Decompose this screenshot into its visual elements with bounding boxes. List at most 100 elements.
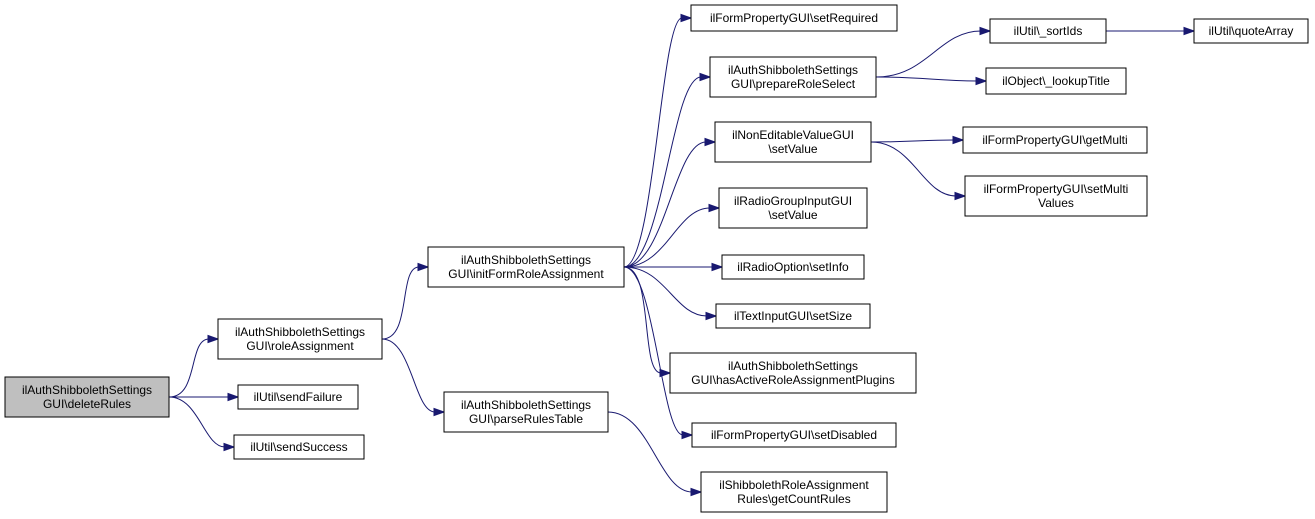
arrowhead-n_getCountRules	[690, 487, 703, 497]
arrowhead-n_sendFailure	[227, 392, 240, 402]
node-box	[700, 471, 888, 513]
node-box	[1193, 18, 1309, 44]
node-box	[427, 246, 625, 288]
arrowhead-n_prepareRoleSelect	[699, 72, 712, 82]
edge-n_prepareRoleSelect-to-n_lookupTitle	[875, 76, 978, 82]
node-label-line: ilUtil\sendFailure	[254, 390, 343, 404]
node-label-line: GUI\hasActiveRoleAssignmentPlugins	[691, 373, 894, 387]
node-box	[962, 126, 1148, 154]
node-label-line: ilUtil\_sortIds	[1014, 24, 1083, 38]
node-box	[985, 67, 1127, 95]
node-label-line: ilAuthShibbolethSettings	[22, 383, 152, 397]
arrowhead-n_radioGroupSetValue	[708, 203, 721, 213]
arrowhead-n_getMulti	[952, 135, 965, 145]
node-label-line: ilAuthShibbolethSettings	[461, 398, 591, 412]
node-lookup-title[interactable]: ilObject\_lookupTitle	[985, 67, 1127, 95]
node-label-line: ilFormPropertyGUI\getMulti	[982, 133, 1127, 147]
node-label-line: \setValue	[768, 208, 817, 222]
edge-n_initFormRoleAssignment-to-n_nonEditableSetValue	[623, 141, 707, 268]
node-set-required[interactable]: ilFormPropertyGUI\setRequired	[690, 4, 898, 32]
node-label-line: ilAuthShibbolethSettings	[728, 359, 858, 373]
nodes-layer: ilAuthShibbolethSettingsGUI\deleteRulesi…	[4, 4, 1309, 513]
node-get-multi[interactable]: ilFormPropertyGUI\getMulti	[962, 126, 1148, 154]
node-label-line: GUI\parseRulesTable	[469, 412, 583, 426]
node-non-editable-set-value[interactable]: ilNonEditableValueGUI\setValue	[714, 121, 872, 163]
node-label-line: GUI\prepareRoleSelect	[731, 77, 856, 91]
node-label-line: ilAuthShibbolethSettings	[235, 325, 365, 339]
node-box	[964, 175, 1148, 217]
node-send-success[interactable]: ilUtil\sendSuccess	[233, 434, 365, 460]
node-label-line: ilFormPropertyGUI\setRequired	[710, 11, 878, 25]
arrowhead-n_setDisabled	[681, 430, 694, 440]
edge-n_initFormRoleAssignment-to-n_radioGroupSetValue	[623, 207, 711, 268]
node-label-line: ilTextInputGUI\setSize	[734, 309, 852, 323]
arrowhead-n_setRequired	[680, 13, 693, 23]
node-label-line: ilUtil\sendSuccess	[250, 440, 347, 454]
node-box	[714, 121, 872, 163]
node-box	[691, 422, 897, 448]
node-box	[233, 434, 365, 460]
edges-layer	[168, 13, 1196, 497]
node-box	[4, 376, 170, 418]
node-box	[690, 4, 898, 32]
node-has-active-plugins[interactable]: ilAuthShibbolethSettingsGUI\hasActiveRol…	[669, 352, 917, 394]
node-init-form-role-assignment[interactable]: ilAuthShibbolethSettingsGUI\initFormRole…	[427, 246, 625, 288]
arrowhead-n_sortIds	[979, 26, 992, 36]
node-get-count-rules[interactable]: ilShibbolethRoleAssignmentRules\getCount…	[700, 471, 888, 513]
edge-n_deleteRules-to-n_roleAssignment	[168, 338, 210, 398]
arrowhead-n_textInputSetSize	[705, 311, 718, 321]
node-label-line: GUI\roleAssignment	[246, 339, 354, 353]
node-label-line: ilAuthShibbolethSettings	[461, 253, 591, 267]
node-box	[721, 254, 865, 280]
arrowhead-n_nonEditableSetValue	[704, 137, 717, 147]
arrowhead-n_quoteArray	[1183, 26, 1196, 36]
node-role-assignment[interactable]: ilAuthShibbolethSettingsGUI\roleAssignme…	[217, 318, 383, 360]
node-label-line: Rules\getCountRules	[737, 492, 850, 506]
node-label-line: GUI\initFormRoleAssignment	[448, 267, 604, 281]
edge-n_roleAssignment-to-n_initFormRoleAssignment	[381, 266, 420, 340]
edge-n_nonEditableSetValue-to-n_getMulti	[870, 139, 955, 143]
node-prepare-role-select[interactable]: ilAuthShibbolethSettingsGUI\prepareRoleS…	[709, 56, 877, 98]
node-label-line: ilFormPropertyGUI\setMulti	[984, 182, 1129, 196]
node-text-input-set-size[interactable]: ilTextInputGUI\setSize	[715, 303, 871, 329]
node-label-line: Values	[1038, 196, 1074, 210]
node-box	[718, 187, 868, 229]
edge-n_initFormRoleAssignment-to-n_prepareRoleSelect	[623, 76, 702, 268]
arrowhead-n_parseRulesTable	[433, 407, 446, 417]
node-box	[989, 18, 1107, 44]
arrowhead-n_initFormRoleAssignment	[417, 262, 430, 272]
node-sort-ids[interactable]: ilUtil\_sortIds	[989, 18, 1107, 44]
node-radio-option-set-info[interactable]: ilRadioOption\setInfo	[721, 254, 865, 280]
node-label-line: ilUtil\quoteArray	[1209, 24, 1294, 38]
node-box	[669, 352, 917, 394]
node-label-line: ilObject\_lookupTitle	[1002, 74, 1110, 88]
node-box	[237, 384, 359, 410]
node-label-line: ilRadioOption\setInfo	[737, 260, 849, 274]
edge-n_nonEditableSetValue-to-n_setMultiValues	[870, 141, 957, 197]
node-box	[715, 303, 871, 329]
node-set-disabled[interactable]: ilFormPropertyGUI\setDisabled	[691, 422, 897, 448]
node-send-failure[interactable]: ilUtil\sendFailure	[237, 384, 359, 410]
node-label-line: \setValue	[768, 142, 817, 156]
node-quote-array[interactable]: ilUtil\quoteArray	[1193, 18, 1309, 44]
node-radio-group-set-value[interactable]: ilRadioGroupInputGUI\setValue	[718, 187, 868, 229]
edge-n_initFormRoleAssignment-to-n_hasActivePlugins	[623, 266, 662, 374]
node-box	[709, 56, 877, 98]
node-label-line: ilAuthShibbolethSettings	[728, 63, 858, 77]
arrowhead-n_radioOptionSetInfo	[711, 262, 724, 272]
edge-n_roleAssignment-to-n_parseRulesTable	[381, 338, 436, 413]
edge-n_initFormRoleAssignment-to-n_textInputSetSize	[623, 266, 708, 317]
edge-n_initFormRoleAssignment-to-n_setRequired	[623, 17, 683, 268]
arrowhead-n_sendSuccess	[223, 442, 236, 452]
node-label-line: ilNonEditableValueGUI	[732, 128, 854, 142]
node-label-line: GUI\deleteRules	[43, 397, 131, 411]
node-box	[217, 318, 383, 360]
node-parse-rules-table[interactable]: ilAuthShibbolethSettingsGUI\parseRulesTa…	[443, 391, 609, 433]
edge-n_deleteRules-to-n_sendSuccess	[168, 396, 226, 448]
node-label-line: ilShibbolethRoleAssignment	[719, 478, 869, 492]
arrowhead-n_roleAssignment	[207, 334, 220, 344]
edge-n_initFormRoleAssignment-to-n_setDisabled	[623, 266, 684, 436]
